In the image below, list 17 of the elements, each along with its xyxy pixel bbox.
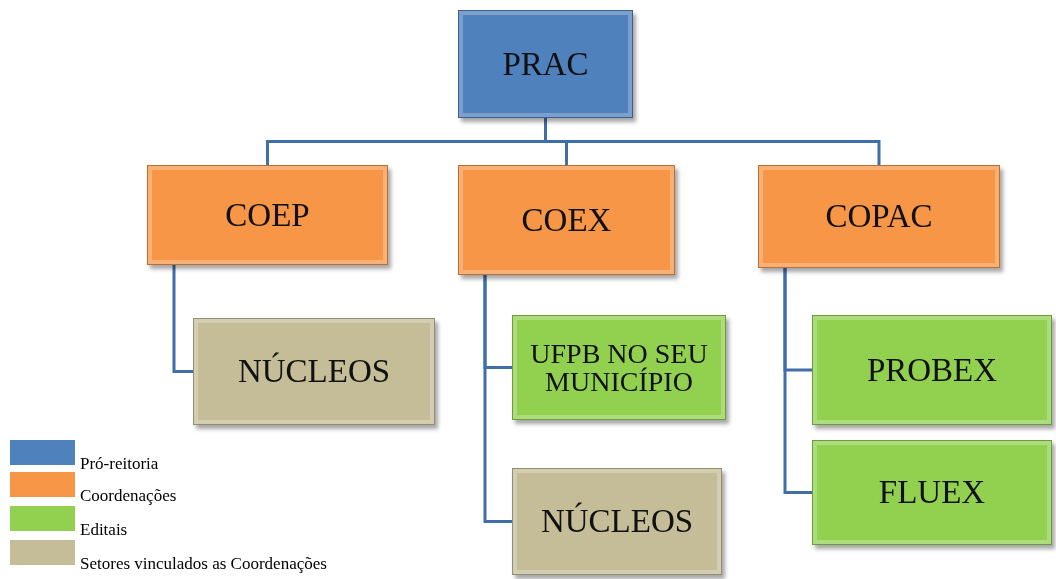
connector-line bbox=[783, 268, 812, 494]
org-box: COEX bbox=[458, 165, 675, 275]
org-box: PRAC bbox=[458, 10, 633, 118]
legend-label: Coordenações bbox=[80, 486, 177, 506]
org-box: UFPB NO SEU MUNICÍPIO bbox=[512, 315, 726, 420]
connector-line bbox=[544, 118, 881, 165]
org-box: COEP bbox=[147, 165, 388, 265]
org-box: PROBEX bbox=[812, 315, 1052, 425]
connector-line bbox=[483, 275, 512, 523]
org-box: NÚCLEOS bbox=[193, 318, 435, 425]
org-box: NÚCLEOS bbox=[512, 468, 722, 575]
legend-label: Pró-reitoria bbox=[80, 454, 159, 474]
legend-label: Setores vinculados as Coordenações bbox=[80, 554, 327, 574]
connector-line bbox=[172, 265, 193, 373]
org-box: COPAC bbox=[758, 165, 1000, 268]
legend-label: Editais bbox=[80, 520, 128, 540]
org-box: FLUEX bbox=[812, 440, 1052, 545]
